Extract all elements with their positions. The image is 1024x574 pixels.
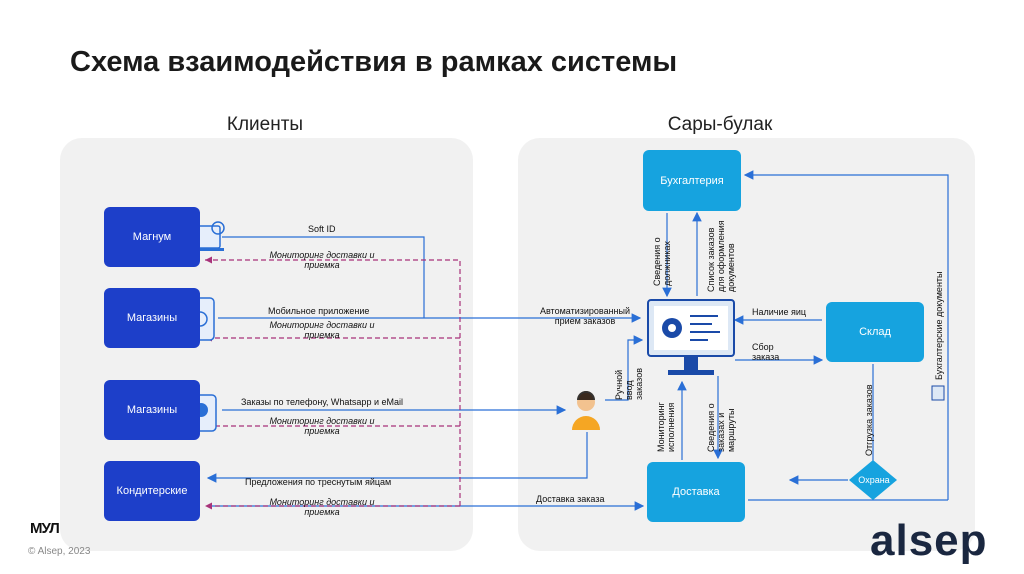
shops-app-node: Магазины [104,288,200,348]
execution-monitoring-label: Мониторинг исполнения [656,402,676,452]
soft-id-label: Soft ID [308,224,336,234]
delivery-node: Доставка [647,462,745,522]
document-icon [931,385,945,401]
order-list-label: Список заказов для оформления документов [706,220,736,292]
mobile-app-label: Мобильное приложение [268,306,370,316]
monitoring-label-4: Мониторинг доставки и приемка [269,497,375,517]
delivery-order-label: Доставка заказа [536,494,605,504]
shops-phone-node: Магазины [104,380,200,440]
accounting-node: Бухгалтерия [643,150,741,211]
debtors-info-label: Сведения о должниках [652,237,672,286]
computer-icon [647,299,735,375]
monitoring-label-3: Мониторинг доставки и приемка [269,416,375,436]
phone-orders-label: Заказы по телефону, Whatsapp и eMail [241,397,403,407]
accounting-docs-line [743,170,949,500]
shipment-label: Отгрузка заказов [864,384,874,456]
soft-id-line [222,236,425,318]
offers-label: Предложения по треснутым яйцам [245,477,392,487]
brand-logo: alsep [870,516,988,565]
accounting-docs-label: Бухгалтерские документы [934,271,944,380]
system-panel-label: Сары-булак [667,114,773,135]
manual-input-label: Ручной ввод заказов [614,368,644,400]
security-label: Охрана [858,475,890,485]
footer-logo: МУЛ [30,520,60,537]
clients-panel-label: Клиенты [226,114,304,135]
manual-input-line [605,335,644,401]
auto-orders-label: Автоматизированный прием заказов [539,306,631,326]
magnum-node: Магнум [104,207,200,267]
order-pick-label: Сбор заказа [752,342,780,362]
warehouse-node: Склад [826,302,924,362]
offers-line [206,432,588,483]
security-diamond [849,460,897,500]
orders-routes-label: Сведения о заказах и маршруты [706,403,736,452]
page-title: Схема взаимодействия в рамках системы [70,46,678,78]
monitoring-dashed-main [205,259,461,506]
confectioners-node: Кондитерские [104,461,200,521]
monitoring-label-2: Мониторинг доставки и приемка [269,320,375,340]
monitoring-label-1: Мониторинг доставки и приемка [269,250,375,270]
copyright: © Alsep, 2023 [28,546,91,557]
operator-icon [572,391,600,430]
eggs-available-label: Наличие яиц [752,307,807,317]
